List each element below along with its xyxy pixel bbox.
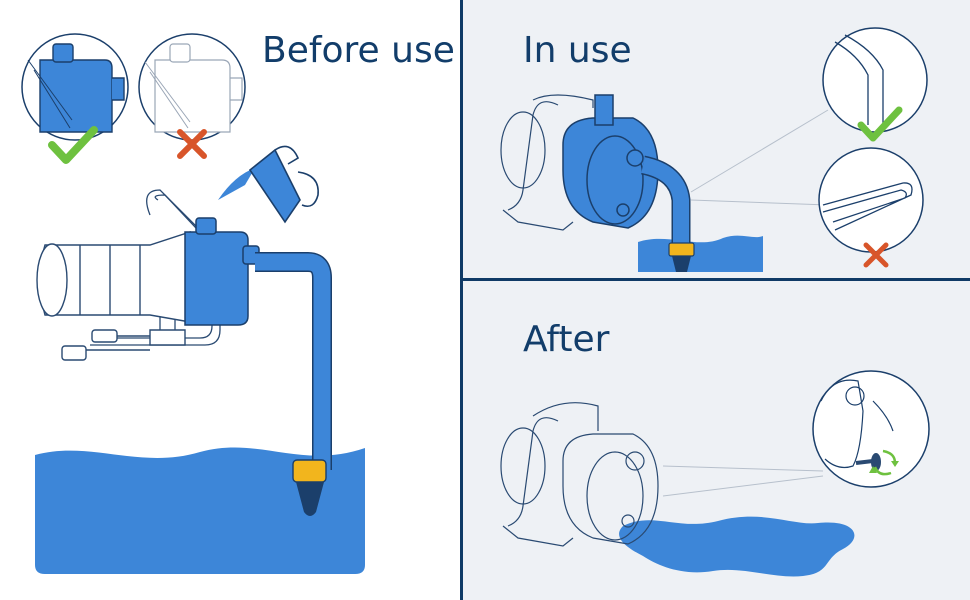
pump-frame-sketch	[500, 94, 594, 231]
water-pool	[638, 235, 763, 272]
before-use-title: Before use	[262, 30, 455, 71]
in-use-panel: In use	[463, 0, 970, 278]
before-use-panel: Before use	[0, 0, 460, 600]
after-illustration	[500, 370, 930, 577]
pump-sketch	[500, 402, 659, 547]
water-pitcher	[218, 145, 319, 224]
pipe-collar	[668, 242, 695, 257]
pump-body	[562, 94, 659, 229]
in-use-title: In use	[523, 30, 632, 71]
rotate-arrow-icon	[869, 449, 899, 476]
inset-bad-before	[138, 33, 246, 141]
after-panel: After	[463, 281, 970, 600]
inset-bad-hose	[818, 147, 924, 253]
pump-motor-sketch	[36, 231, 191, 361]
inset-good-hose	[822, 27, 928, 133]
water-puddle	[619, 516, 855, 577]
pump-head	[184, 217, 260, 326]
inset-good-before	[21, 33, 129, 141]
water-pool	[35, 447, 365, 574]
cross-icon	[177, 129, 207, 159]
foot-valve	[296, 482, 324, 516]
check-icon	[48, 126, 98, 164]
foot-valve	[672, 256, 691, 272]
pipe-collar	[292, 459, 327, 483]
in-use-illustration	[500, 27, 928, 272]
before-use-illustration	[21, 33, 365, 574]
horizontal-divider	[463, 278, 970, 281]
after-title: After	[523, 319, 610, 360]
inset-drain-screw	[812, 370, 930, 488]
cross-icon	[863, 242, 889, 268]
vertical-divider	[460, 0, 463, 600]
drain-screw-icon	[855, 453, 881, 471]
suction-pipe	[255, 252, 332, 470]
check-icon	[857, 106, 903, 142]
